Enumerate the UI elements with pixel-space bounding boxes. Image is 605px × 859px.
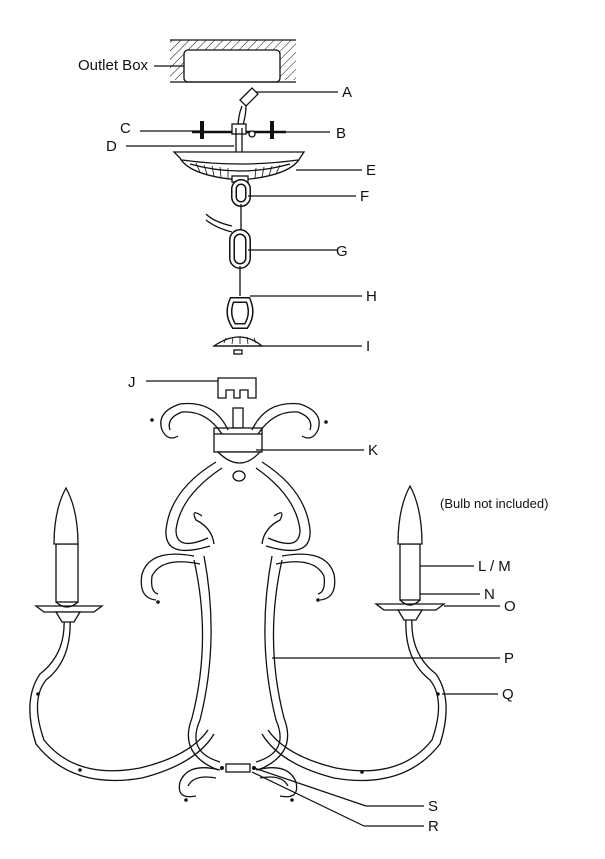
callout-j: J	[128, 374, 136, 391]
callout-n: N	[484, 586, 495, 603]
ceiling-outlet-box	[154, 39, 296, 83]
callout-lm: L / M	[478, 558, 511, 575]
callout-o: O	[504, 598, 516, 615]
chain-assembly	[205, 179, 362, 329]
callout-i: I	[366, 338, 370, 355]
callout-q: Q	[502, 686, 514, 703]
right-arm	[261, 484, 500, 782]
callout-r: R	[428, 818, 439, 835]
callout-c: C	[120, 120, 131, 137]
left-arm	[29, 486, 215, 782]
callout-e: E	[366, 162, 376, 179]
callout-f: F	[360, 188, 369, 205]
callout-a: A	[342, 84, 352, 101]
callout-h: H	[366, 288, 377, 305]
callout-b: B	[336, 125, 346, 142]
wire-connector	[237, 87, 338, 129]
top-cap	[211, 336, 362, 355]
callout-g: G	[336, 243, 348, 260]
connector-block	[146, 377, 257, 399]
callout-k: K	[368, 442, 378, 459]
callout-s: S	[428, 798, 438, 815]
frame-top-fitter	[213, 407, 364, 482]
canopy	[172, 151, 362, 183]
callout-p: P	[504, 650, 514, 667]
bulb-note: (Bulb not included)	[440, 496, 548, 511]
callout-d: D	[106, 138, 117, 155]
outlet-box-label: Outlet Box	[78, 57, 149, 74]
scroll-frame	[140, 402, 500, 802]
bottom-leaders	[251, 767, 424, 827]
